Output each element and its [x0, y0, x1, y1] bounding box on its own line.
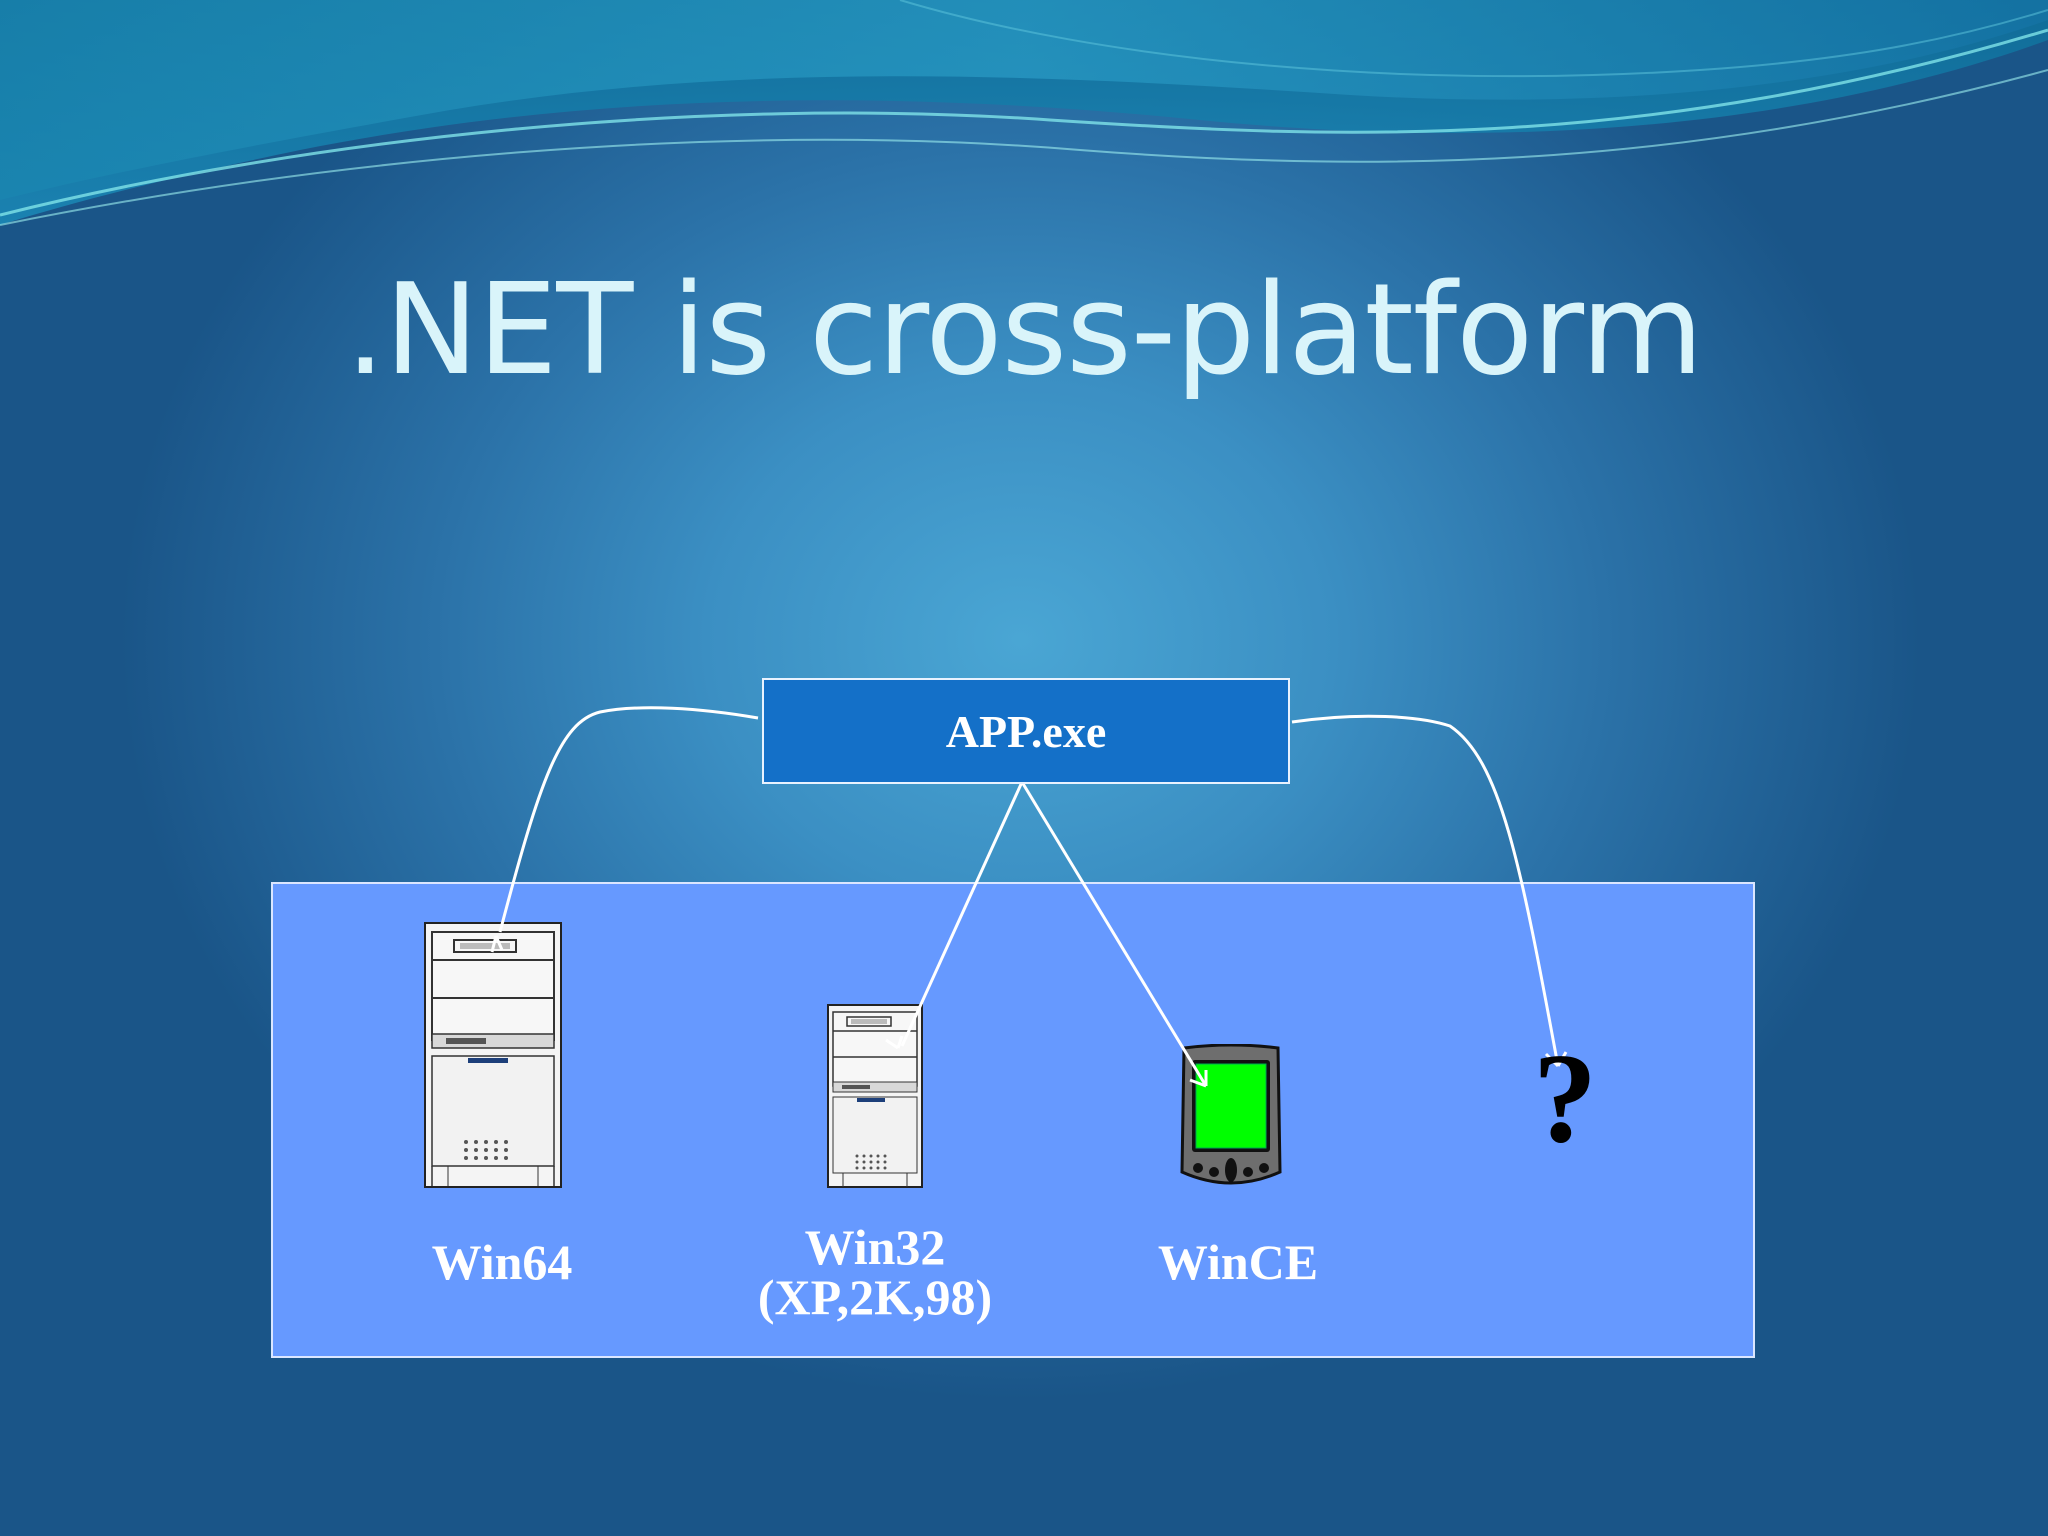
- header-wave-decoration: [0, 0, 2048, 226]
- app-exe-label: APP.exe: [945, 705, 1107, 757]
- label-wince: WinCE: [1157, 1234, 1319, 1290]
- arrow-to-unknown: [1291, 714, 1560, 1067]
- tower-computer-icon: [424, 922, 562, 1188]
- slide-title: .NET is cross-platform: [345, 256, 1703, 403]
- arrow-to-win32: [900, 781, 1024, 1047]
- arrow-to-win64: [498, 706, 759, 933]
- label-win64: Win64: [431, 1234, 573, 1290]
- label-win32-versions: (XP,2K,98): [757, 1269, 993, 1325]
- arrow-to-wince: [1020, 781, 1208, 1087]
- label-win32-name: Win32: [804, 1219, 946, 1275]
- label-win32: Win32 (XP,2K,98): [730, 1222, 1020, 1322]
- unknown-platform-question-mark: ?: [1533, 1027, 1597, 1169]
- app-exe-box: APP.exe: [762, 678, 1290, 784]
